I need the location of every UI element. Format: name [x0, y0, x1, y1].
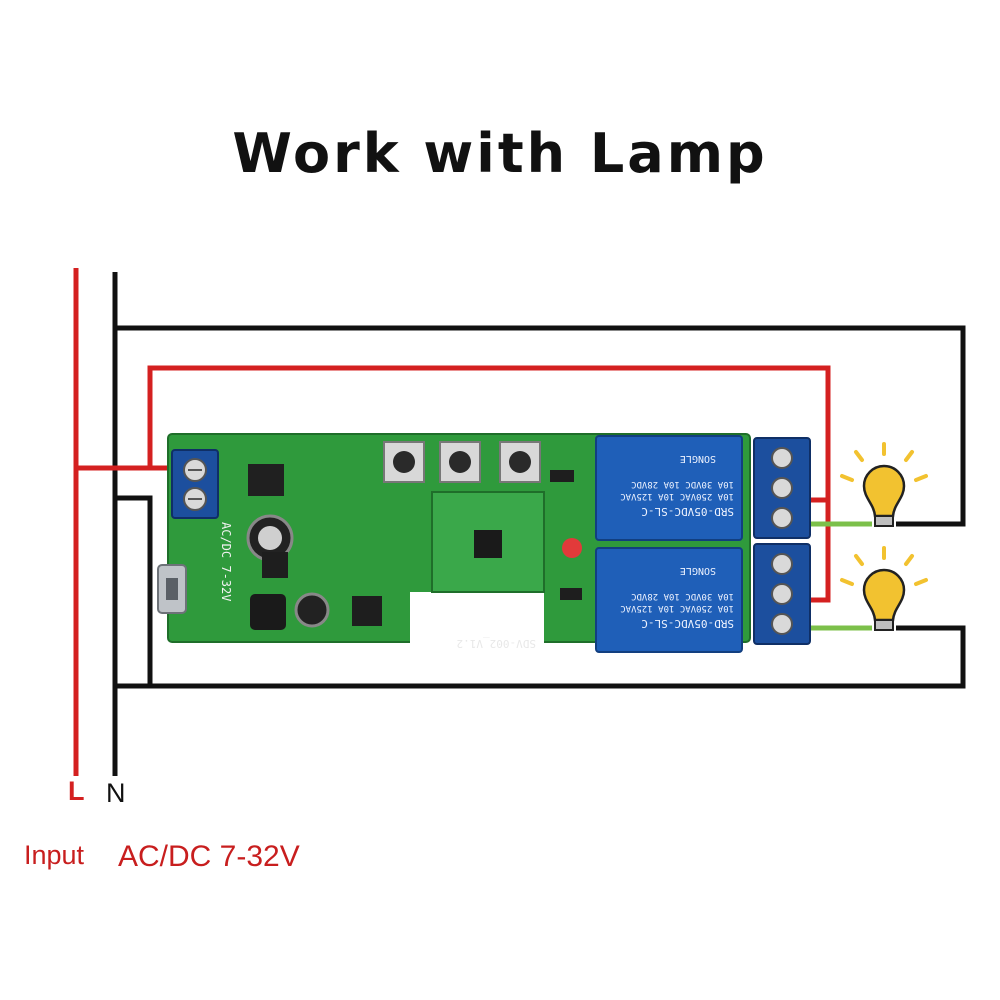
pcb-cutout: [410, 592, 544, 648]
capacitor-top: [258, 526, 282, 550]
relay-rating-1: 10A 250VAC 10A 125VAC: [620, 491, 734, 501]
screw-icon: [771, 447, 793, 469]
relay-rating-2: 10A 30VDC 10A 28VDC: [631, 479, 734, 489]
input-label: Input: [24, 840, 85, 870]
relay-2: SRD-05VDC-SL-C 10A 250VAC 10A 125VAC 10A…: [595, 547, 743, 653]
wifi-chip: [474, 530, 502, 558]
lamp-icon: [840, 546, 928, 631]
inductor-icon: [250, 594, 286, 630]
regulator-chip: [352, 596, 382, 626]
usb-port-slot: [166, 578, 178, 600]
bulb-base: [874, 619, 894, 631]
led-indicator: [562, 538, 582, 558]
wifi-module: [431, 491, 545, 593]
relay-rating-1: 10A 250VAC 10A 125VAC: [620, 603, 734, 613]
screw-icon: [771, 583, 793, 605]
neutral-wires: [112, 272, 966, 776]
capacitor-icon: [294, 592, 330, 628]
relay-brand: SONGLE: [680, 565, 716, 576]
output-terminal-2: [753, 543, 811, 645]
ic-chip: [262, 552, 288, 578]
output-terminal-1: [753, 437, 811, 539]
screw-icon: [771, 507, 793, 529]
button-icon: [439, 441, 481, 483]
bulb-glass: [862, 568, 906, 622]
button-group: [383, 441, 541, 483]
button-cap: [449, 451, 471, 473]
voltage-label: AC/DC 7-32V: [118, 840, 300, 873]
page-title: Work with Lamp: [232, 122, 768, 185]
relay-brand: SONGLE: [680, 453, 716, 464]
relay-icon: [595, 435, 743, 541]
relay-rating-2: 10A 30VDC 10A 28VDC: [631, 591, 734, 601]
bulb-base: [874, 515, 894, 527]
neutral-board-feed: [115, 495, 153, 686]
resistor: [550, 470, 574, 482]
live-label: L: [68, 776, 85, 806]
screw-icon: [771, 553, 793, 575]
screw-icon: [771, 477, 793, 499]
neutral-label: N: [106, 778, 126, 808]
live-top-loop: [147, 365, 831, 503]
terminal-marking: AC/DC 7-32V: [219, 522, 233, 601]
bulb-glass: [862, 464, 906, 518]
button-cap: [393, 451, 415, 473]
neutral-bottom-loop: [115, 625, 966, 689]
resistor: [560, 588, 582, 600]
button-cap: [509, 451, 531, 473]
relay-model: SRD-05VDC-SL-C: [641, 617, 734, 630]
lamp-icon: [840, 442, 928, 527]
bulb-rays: [840, 442, 928, 482]
input-terminal-block: [171, 449, 219, 519]
ic-chip: [248, 464, 284, 496]
neutral-top-loop: [115, 325, 966, 527]
relay-model: SRD-05VDC-SL-C: [641, 505, 734, 518]
bulb-rays: [840, 546, 928, 586]
relay-1: SRD-05VDC-SL-C 10A 250VAC 10A 125VAC 10A…: [595, 435, 743, 541]
screw-icon: [771, 613, 793, 635]
board-version: SDV-002_V1.2: [457, 637, 536, 650]
relay-icon: [595, 547, 743, 653]
